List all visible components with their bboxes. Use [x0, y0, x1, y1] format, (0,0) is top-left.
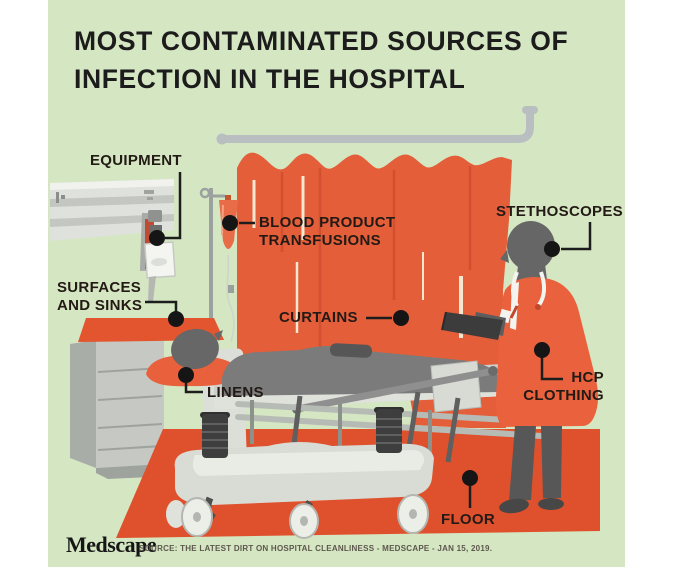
label-hcp-clothing: HCP CLOTHING [523, 369, 604, 404]
leader-surfaces [145, 300, 178, 312]
leader-equipment [165, 172, 182, 240]
blood-bag-cap [225, 195, 231, 202]
callout-dots [149, 215, 560, 486]
dot-stethoscopes [544, 241, 560, 257]
dot-blood-product [222, 215, 238, 231]
label-linens: LINENS [207, 384, 264, 401]
stethoscope [509, 271, 546, 319]
hydraulic-cylinders [200, 407, 404, 458]
patient-head [171, 328, 219, 370]
label-equipment: EQUIPMENT [90, 152, 182, 169]
dot-hcp-clothing [534, 342, 550, 358]
label-blood-product: BLOOD PRODUCT TRANSFUSIONS [259, 214, 396, 249]
doctor-legs [509, 426, 536, 501]
title-line-1: MOST CONTAMINATED SOURCES OF [74, 26, 569, 56]
bed-wheels [181, 494, 429, 539]
leader-linens [184, 383, 203, 394]
doctor-head [506, 221, 556, 271]
label-stethoscopes: STETHOSCOPES [496, 203, 623, 220]
leader-stethoscopes [561, 222, 592, 251]
label-surfaces-and-sinks: SURFACES AND SINKS [57, 279, 143, 314]
title-line-2: INFECTION IN THE HOSPITAL [74, 64, 466, 94]
dot-equipment [149, 230, 165, 246]
medscape-logo: Medscape [66, 532, 157, 557]
dot-linens [178, 367, 194, 383]
iv-tube [226, 254, 235, 343]
label-curtains: CURTAINS [279, 309, 358, 326]
dot-curtains [393, 310, 409, 326]
label-floor: FLOOR [441, 511, 495, 528]
tablet [442, 312, 503, 340]
dot-floor [462, 470, 478, 486]
page-title: MOST CONTAMINATED SOURCES OF INFECTION I… [74, 22, 568, 98]
dot-surfaces [168, 311, 184, 327]
leader-lines [145, 172, 592, 508]
leader-hcp-clothing [540, 357, 563, 381]
curtain-rail [216, 106, 538, 145]
source-credit: SOURCE: THE LATEST DIRT ON HOSPITAL CLEA… [139, 544, 493, 553]
pillow [146, 354, 241, 387]
doctor-figure [441, 221, 599, 514]
bed-side-rail [293, 367, 497, 413]
